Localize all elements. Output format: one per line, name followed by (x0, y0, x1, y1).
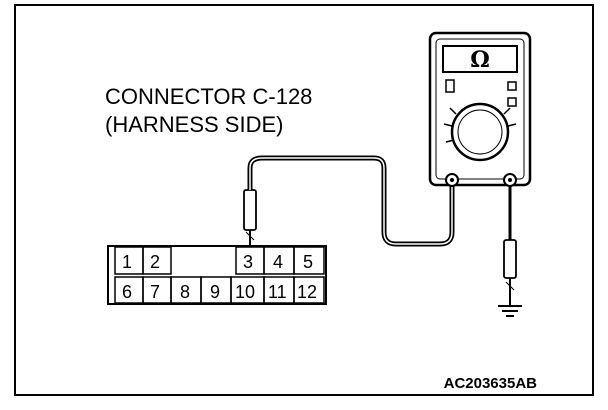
pin-label-12: 12 (297, 282, 317, 302)
terminal-com-core (450, 178, 454, 182)
pin-label-11: 11 (268, 282, 287, 302)
pin-cell-5 (293, 246, 325, 275)
meter-body-inner (435, 38, 525, 180)
pin-label-3: 3 (243, 252, 253, 272)
lead-wire-positive-inner (249, 157, 453, 245)
lead-wire-positive (247, 155, 455, 247)
pin-label-10: 10 (235, 282, 255, 302)
pin-cell-2 (142, 246, 172, 275)
connector-subtitle: (HARNESS SIDE) (105, 112, 283, 137)
connector-c128: 1 2 3 4 5 6 7 8 9 10 11 12 (107, 245, 327, 305)
pin-label-1: 1 (122, 252, 132, 272)
ohmmeter: Ω (428, 31, 532, 187)
meter-button-right-top (507, 81, 517, 91)
range-dial-marks (443, 107, 517, 143)
probe-positive (243, 189, 257, 247)
figure-frame (14, 4, 594, 396)
connector-title: CONNECTOR C-128 (105, 84, 312, 109)
terminal-v-core (508, 178, 512, 182)
pin-label-7: 7 (150, 282, 160, 302)
meter-button-right-bottom (507, 97, 517, 107)
meter-button-left (445, 79, 455, 93)
probe-positive-handle (243, 189, 257, 231)
ground-icon (498, 305, 522, 317)
pin-label-4: 4 (273, 252, 283, 272)
pin-label-8: 8 (180, 282, 190, 302)
ohm-symbol: Ω (470, 47, 490, 73)
pin-cell-12 (293, 276, 325, 304)
probe-ground (503, 186, 517, 305)
pin-label-6: 6 (122, 282, 132, 302)
connector-outline (107, 245, 327, 305)
probe-positive-tip-hatch (245, 231, 255, 241)
probe-ground-handle (503, 239, 517, 279)
meter-display (442, 45, 518, 73)
pin-label-9: 9 (210, 282, 220, 302)
range-dial-icon (450, 102, 510, 162)
figure-code: AC203635AB (444, 375, 538, 392)
range-dial-inner (457, 109, 503, 155)
probe-ground-tip-hatch (505, 281, 515, 291)
pin-label-2: 2 (150, 252, 160, 272)
pin-label-5: 5 (303, 252, 313, 272)
